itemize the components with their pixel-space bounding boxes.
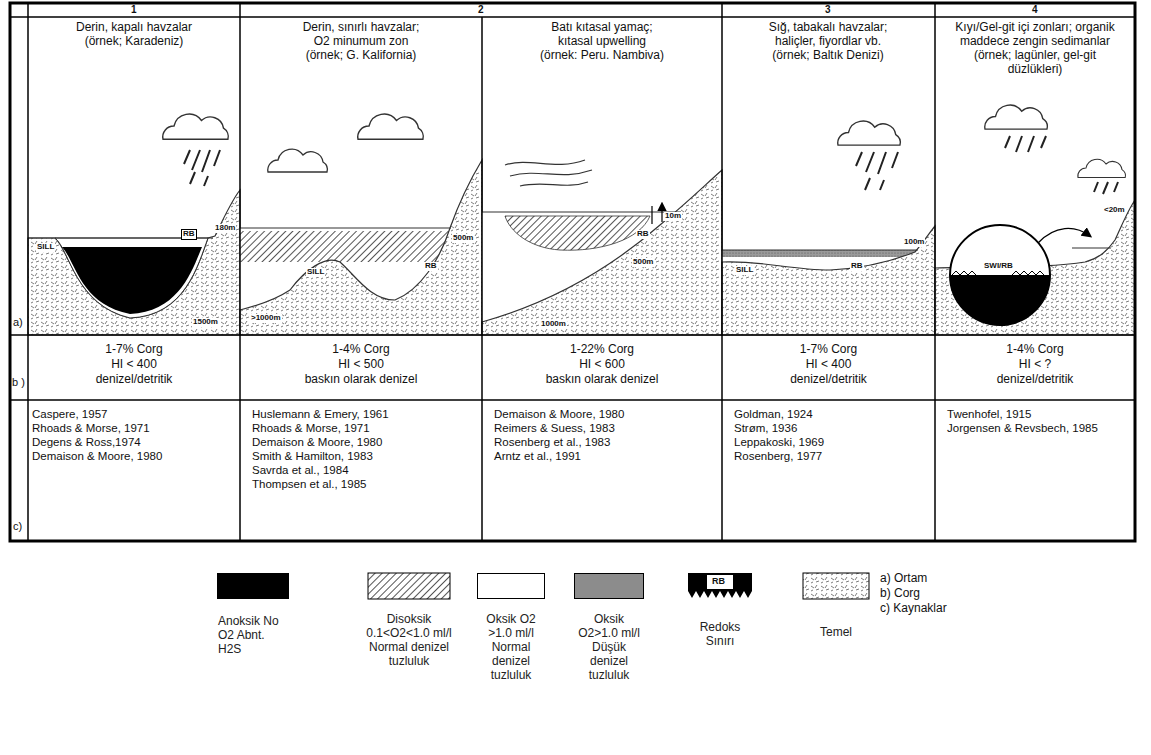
cell-text: HI < ?	[940, 357, 1130, 372]
reference-cell: Demaison & Moore, 1980Reimers & Suess, 1…	[494, 407, 716, 463]
key-note: a) Ortam	[880, 572, 927, 585]
title-cell: Kıyı/Gel-git içi zonları; organik maddec…	[950, 20, 1120, 76]
cell-text: HI < 600	[487, 357, 717, 372]
value-cell: 1-4% CorgHI < ?denizel/detritik	[940, 342, 1130, 387]
legend-text: Temel	[806, 625, 866, 639]
cell-text: denizel/detritik	[33, 372, 235, 387]
cell-text: HI < 400	[33, 357, 235, 372]
cell-text: Rhoads & Morse, 1971	[252, 421, 474, 435]
key-note: b) Corg	[880, 587, 920, 600]
cell-text: 1-22% Corg	[487, 342, 717, 357]
header-number: 1	[131, 4, 137, 15]
cell-text: 1-7% Corg	[33, 342, 235, 357]
value-cell: 1-4% CorgHI < 500baskın olarak denizel	[245, 342, 477, 387]
header-number: 4	[1032, 4, 1038, 15]
row-letter: a)	[13, 316, 23, 328]
redox-tag: RB	[850, 262, 864, 271]
cell-text: Goldman, 1924	[734, 407, 929, 421]
legend-text: Disoksik 0.1<O2<1.0 ml/l Normal denizel …	[359, 612, 459, 668]
cell-text: Savrda et al., 1984	[252, 463, 474, 477]
depth-tag: SILL	[735, 266, 754, 275]
legend-text: Oksik O2 >1.0 ml/l Normal denizel tuzlul…	[475, 612, 547, 682]
row-letter: b )	[12, 376, 25, 388]
cell-text: Sığ, tabakalı havzalar; haliçler, fiyord…	[764, 20, 892, 62]
cell-text: HI < 500	[245, 357, 477, 372]
title-cell: Derin, sınırlı havzalar; O2 minumum zon …	[298, 20, 424, 62]
legend-text: Anoksik No O2 Abnt. H2S	[218, 614, 284, 656]
legend-swatch	[217, 573, 289, 599]
cell-text: Demaison & Moore, 1980	[252, 435, 474, 449]
cell-text: Reimers & Suess, 1983	[494, 421, 716, 435]
header-number: 2	[478, 4, 484, 15]
title-cell: Derin, kapalı havzalar (örnek; Karadeniz…	[64, 20, 204, 48]
cell-text: baskın olarak denizel	[487, 372, 717, 387]
cell-text: Degens & Ross,1974	[32, 435, 232, 449]
title-cell: Sığ, tabakalı havzalar; haliçler, fiyord…	[764, 20, 892, 62]
depth-tag: <20m	[1103, 206, 1126, 215]
reference-cell: Huslemann & Emery, 1961Rhoads & Morse, 1…	[252, 407, 474, 491]
redox-tag: SWI/RB	[983, 262, 1014, 271]
cell-text: denizel/detritik	[727, 372, 930, 387]
reference-cell: Caspere, 1957Rhoads & Morse, 1971Degens …	[32, 407, 232, 463]
depth-tag: SILL	[36, 243, 55, 252]
cell-text: Jorgensen & Revsbech, 1985	[947, 421, 1129, 435]
cell-text: 1-4% Corg	[245, 342, 477, 357]
cell-text: Demaison & Moore, 1980	[494, 407, 716, 421]
cell-text: Huslemann & Emery, 1961	[252, 407, 474, 421]
redox-tag: RB	[711, 577, 726, 587]
cell-text: Twenhofel, 1915	[947, 407, 1129, 421]
depth-tag: >1000m	[250, 314, 282, 323]
cell-text: Arntz et al., 1991	[494, 449, 716, 463]
cell-text: Demaison & Moore, 1980	[32, 449, 232, 463]
cell-text: Rhoads & Morse, 1971	[32, 421, 232, 435]
header-number: 3	[825, 4, 831, 15]
cell-text: Leppakoski, 1969	[734, 435, 929, 449]
value-cell: 1-7% CorgHI < 400denizel/detritik	[33, 342, 235, 387]
depth-tag: 10m	[664, 212, 682, 221]
redox-tag: RB	[636, 230, 650, 239]
redox-tag: RB	[181, 229, 197, 240]
legend-swatch	[574, 573, 644, 599]
depth-tag: SILL	[306, 268, 325, 277]
depth-tag: 500m	[632, 258, 654, 267]
cell-text: Caspere, 1957	[32, 407, 232, 421]
cell-text: 1-7% Corg	[727, 342, 930, 357]
legend-swatch	[477, 573, 545, 599]
key-note: c) Kaynaklar	[880, 602, 947, 615]
cell-text: Strøm, 1936	[734, 421, 929, 435]
legend-text: Oksik O2>1.0 ml/l Düşük denizel tuzluluk	[573, 612, 645, 682]
cell-text: Derin, kapalı havzalar (örnek; Karadeniz…	[64, 20, 204, 48]
cell-text: Thompsen et al., 1985	[252, 477, 474, 491]
cell-text: baskın olarak denizel	[245, 372, 477, 387]
reference-cell: Twenhofel, 1915Jorgensen & Revsbech, 198…	[947, 407, 1129, 435]
cell-text: Kıyı/Gel-git içi zonları; organik maddec…	[950, 20, 1120, 76]
reference-cell: Goldman, 1924Strøm, 1936Leppakoski, 1969…	[734, 407, 929, 463]
depth-tag: 500m	[452, 234, 474, 243]
depth-tag: 1500m	[192, 318, 219, 327]
cell-text: denizel/detritik	[940, 372, 1130, 387]
value-cell: 1-7% CorgHI < 400denizel/detritik	[727, 342, 930, 387]
value-cell: 1-22% CorgHI < 600baskın olarak denizel	[487, 342, 717, 387]
legend-text: Redoks Sınırı	[690, 620, 750, 648]
depth-tag: 180m	[214, 224, 236, 233]
depth-tag: 1000m	[540, 320, 567, 329]
cell-text: 1-4% Corg	[940, 342, 1130, 357]
row-letter: c)	[13, 520, 22, 532]
depth-tag: 100m	[903, 238, 925, 247]
redox-tag: RB	[424, 262, 438, 271]
cell-text: Rosenberg et al., 1983	[494, 435, 716, 449]
cell-text: Batı kıtasal yamaç; kıtasal upwelling (ö…	[539, 20, 665, 62]
cell-text: Smith & Hamilton, 1983	[252, 449, 474, 463]
title-cell: Batı kıtasal yamaç; kıtasal upwelling (ö…	[539, 20, 665, 62]
cell-text: HI < 400	[727, 357, 930, 372]
cell-text: Rosenberg, 1977	[734, 449, 929, 463]
cell-text: Derin, sınırlı havzalar; O2 minumum zon …	[298, 20, 424, 62]
